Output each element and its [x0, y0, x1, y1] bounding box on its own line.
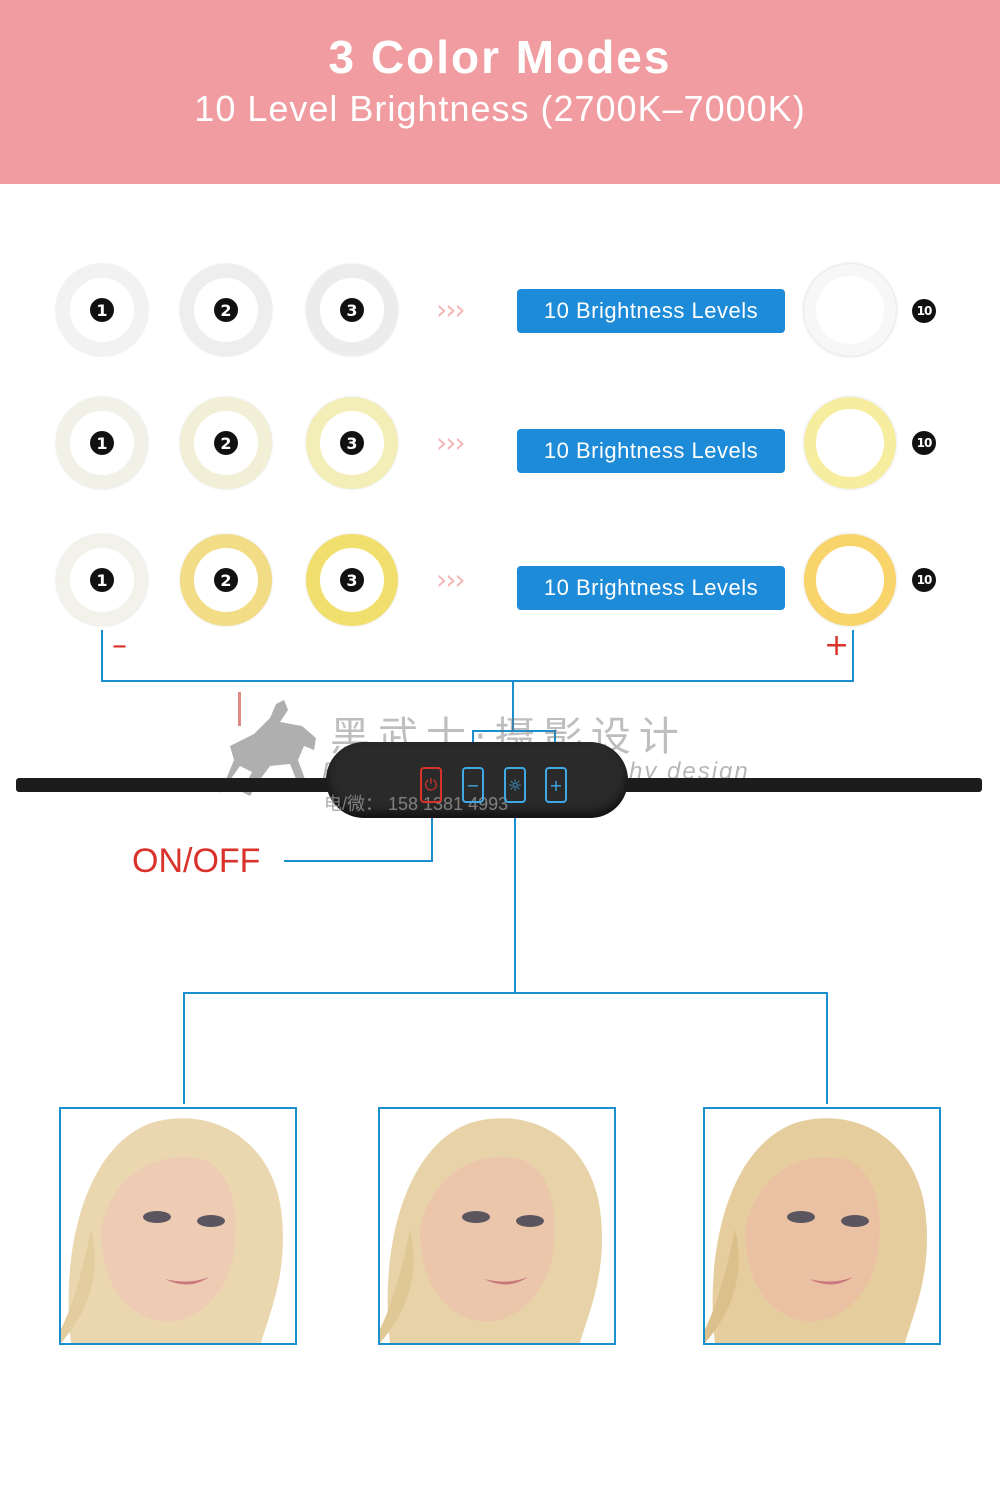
connector-line: [183, 992, 828, 994]
level-badge: 3: [340, 568, 364, 592]
connector-line: [101, 630, 103, 682]
on-off-label: ON/OFF: [132, 842, 261, 880]
inline-remote-control: [326, 742, 628, 818]
connector-line: [826, 992, 828, 1104]
brightness-levels-label: 10 Brightness Levels: [517, 429, 785, 473]
connector-line: [512, 680, 514, 732]
brightness-levels-label: 10 Brightness Levels: [517, 566, 785, 610]
connector-line: [472, 730, 556, 732]
ring-light-row2-level10: [804, 397, 896, 489]
mode-button[interactable]: ☼: [504, 767, 526, 803]
page-subtitle: 10 Level Brightness (2700K–7000K): [194, 88, 806, 129]
level-badge: 3: [340, 298, 364, 322]
level-badge: 1: [90, 298, 114, 322]
header-banner: 3 Color Modes 10 Level Brightness (2700K…: [0, 0, 1000, 184]
portrait-photo-1: [59, 1107, 297, 1345]
connector-line: [514, 818, 516, 994]
level-badge: 3: [340, 431, 364, 455]
arrow-icon: ›››: [436, 293, 466, 326]
power-button[interactable]: ⏻: [420, 767, 442, 803]
level-badge: 2: [214, 568, 238, 592]
connector-line: [852, 630, 854, 682]
level-badge: 1: [90, 431, 114, 455]
level-badge: 10: [912, 299, 936, 323]
connector-line: [284, 860, 433, 862]
minus-sign: –: [112, 628, 127, 663]
page-title: 3 Color Modes: [328, 31, 672, 83]
portrait-photo-3: [703, 1107, 941, 1345]
ring-light-row1-level10: [804, 264, 896, 356]
plus-sign: +: [824, 628, 850, 663]
arrow-icon: ›››: [436, 563, 466, 596]
arrow-icon: ›››: [436, 426, 466, 459]
plus-button[interactable]: +: [545, 767, 567, 803]
horse-rider-logo: [220, 692, 316, 796]
level-badge: 2: [214, 431, 238, 455]
ring-light-row3-level10: [804, 534, 896, 626]
brightness-levels-label: 10 Brightness Levels: [517, 289, 785, 333]
connector-line: [183, 992, 185, 1104]
level-badge: 10: [912, 568, 936, 592]
level-badge: 1: [90, 568, 114, 592]
level-badge: 10: [912, 431, 936, 455]
connector-line: [431, 818, 433, 862]
portrait-photo-2: [378, 1107, 616, 1345]
minus-button[interactable]: −: [462, 767, 484, 803]
connector-line: [101, 680, 854, 682]
level-badge: 2: [214, 298, 238, 322]
